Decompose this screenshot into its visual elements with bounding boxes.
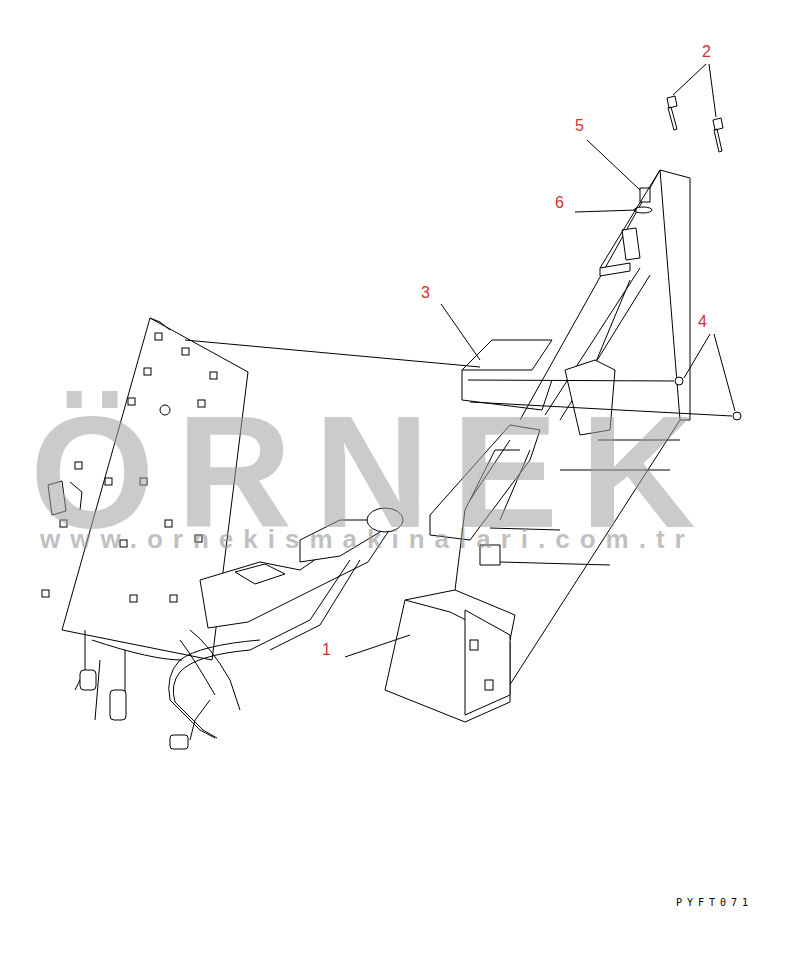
bolts: [634, 96, 741, 420]
callout-number: 4: [698, 314, 707, 330]
callout-number: 6: [555, 195, 564, 211]
drawing-code: PYFT071: [676, 898, 753, 908]
leader-lines: [185, 64, 735, 657]
callout-number: 2: [702, 44, 711, 60]
watermark-url: www.ornekismakinalari.com.tr: [40, 526, 695, 552]
callout-number: 3: [421, 285, 430, 301]
callout-number: 1: [322, 642, 331, 658]
callout-number: 5: [575, 118, 584, 134]
